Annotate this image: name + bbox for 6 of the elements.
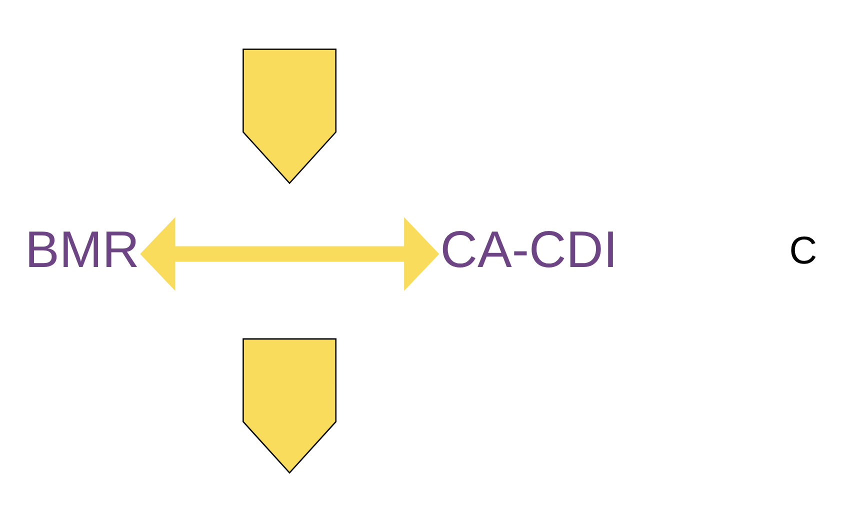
node-text: BMR xyxy=(25,219,140,278)
label: C xyxy=(789,229,818,272)
arrow xyxy=(140,216,440,290)
node-arrow xyxy=(242,48,337,184)
node-text: CA-CDI xyxy=(440,219,618,278)
node-arrow xyxy=(242,338,337,474)
